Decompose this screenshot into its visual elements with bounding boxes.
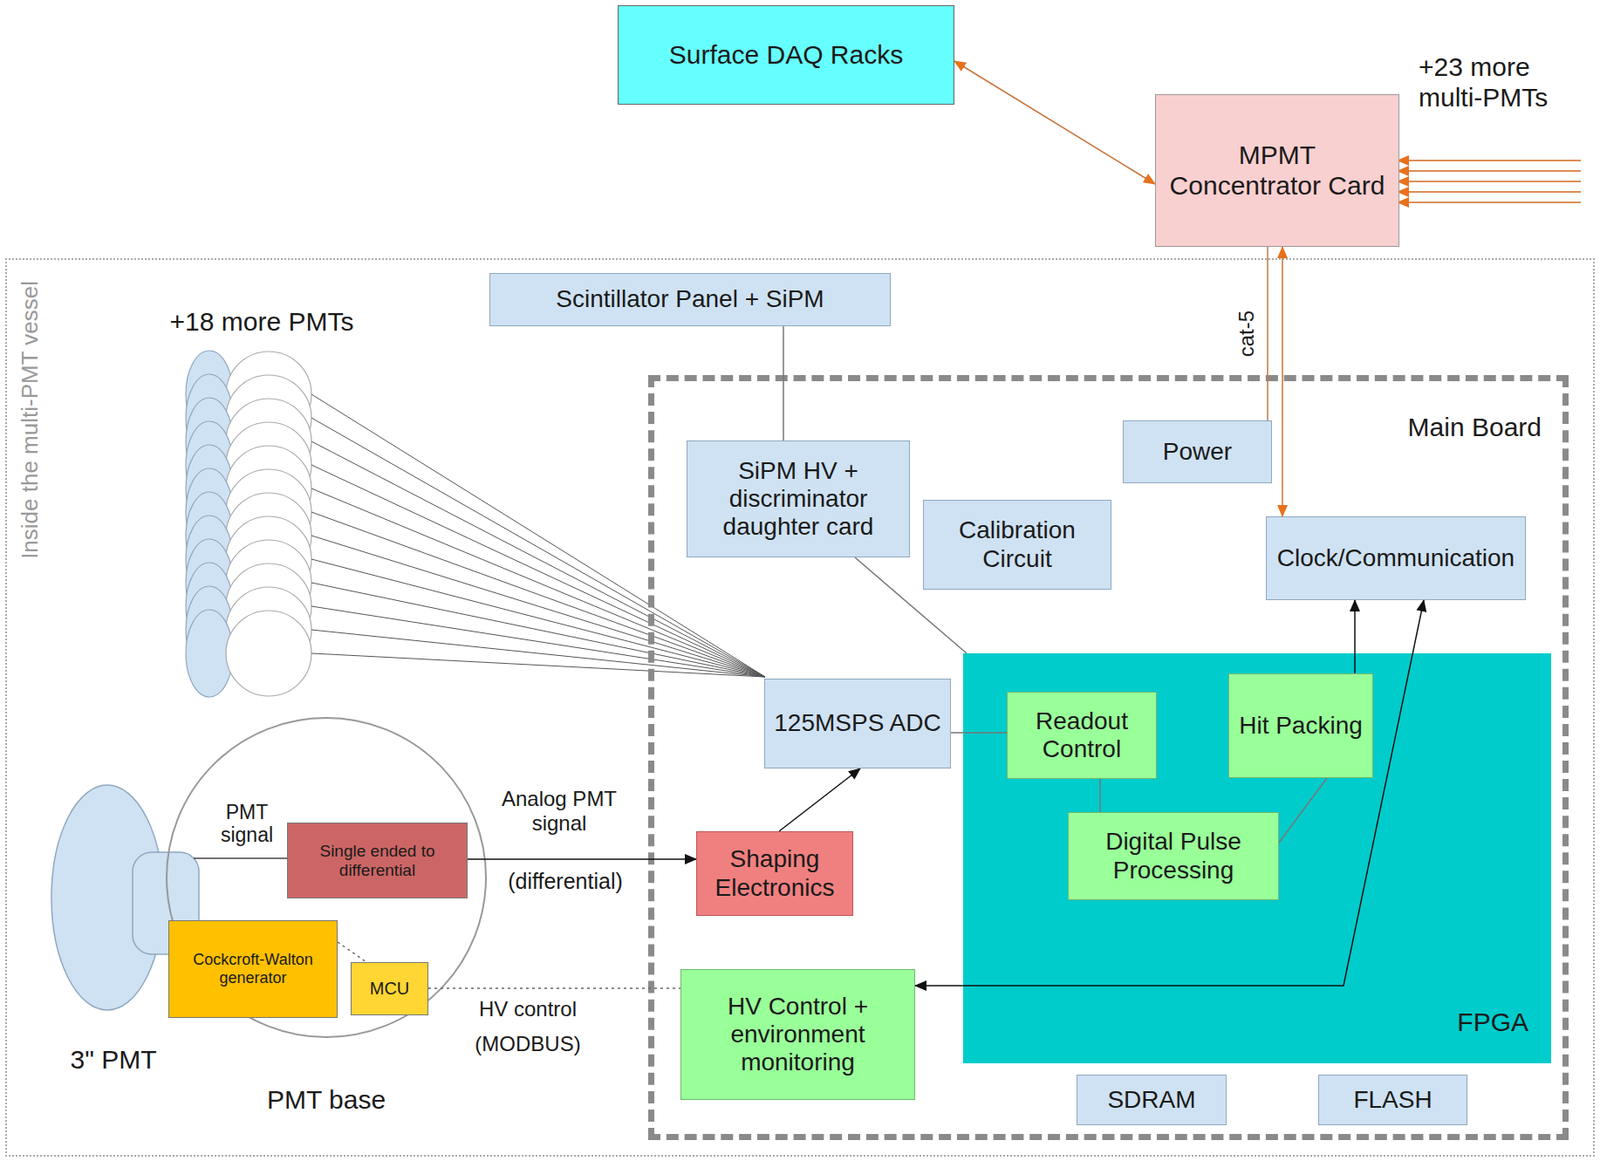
signal-name: (MODBUS) — [462, 1032, 594, 1057]
pmt-stack — [185, 350, 312, 698]
process-box: Calibration Circuit — [923, 499, 1112, 590]
board-frame: Main BoardSiPM HV + discriminator daught… — [648, 375, 1569, 1141]
process-box: SDRAM — [1076, 1074, 1227, 1126]
process-box: SiPM HV + discriminator daughter card — [686, 440, 910, 558]
node-label: 125MSPS ADC — [773, 709, 941, 738]
node-label: HV Control + environment monitoring — [688, 992, 908, 1078]
region-title: FPGA — [1456, 1007, 1529, 1039]
pmt-face — [225, 610, 312, 697]
link-line — [1397, 180, 1581, 183]
link-line — [1397, 159, 1581, 162]
connector — [915, 600, 1424, 986]
region-title: PMT base — [167, 1085, 486, 1116]
connector — [467, 858, 697, 861]
incoming-links — [1397, 160, 1581, 203]
connector — [1353, 600, 1356, 674]
node-label: Clock/Communication — [1277, 544, 1515, 573]
title-holder: Main Board — [1408, 412, 1542, 444]
process-box: Surface DAQ Racks — [617, 5, 955, 105]
node-label: Power — [1162, 437, 1232, 466]
process-box: Hit Packing — [1228, 673, 1374, 779]
process-box: FLASH — [1318, 1074, 1468, 1126]
node-label: Hit Packing — [1238, 711, 1363, 740]
part-name: 3" PMT — [52, 1045, 175, 1076]
process-box: Cockcroft-Walton generator — [168, 920, 338, 1019]
link-line — [1397, 191, 1581, 193]
cable-line — [311, 606, 766, 677]
process-box: HV Control + environment monitoring — [680, 969, 916, 1101]
signal-name: HV control — [462, 997, 594, 1022]
title-holder: PMT base — [167, 1085, 486, 1116]
node-label: MCU — [369, 978, 411, 999]
process-box: Power — [1122, 420, 1272, 484]
title-holder: FPGA — [1456, 1007, 1529, 1039]
process-box: MPMT Concentrator Card — [1155, 94, 1400, 247]
connector — [782, 326, 785, 441]
region-title: Inside the multi-PMT vessel — [17, 280, 44, 560]
node-label: Cockcroft-Walton generator — [186, 950, 320, 987]
cable-line — [311, 653, 766, 677]
process-box: Clock/Communication — [1265, 516, 1526, 601]
process-box: 125MSPS ADC — [764, 678, 951, 769]
process-box: MCU — [350, 962, 429, 1016]
node-label: Surface DAQ Racks — [669, 40, 903, 71]
signal-name: (differential) — [495, 868, 636, 895]
node-label: Scintillator Panel + SiPM — [555, 285, 824, 314]
title-holder: Inside the multi-PMT vessel — [17, 280, 44, 560]
node-label: SiPM HV + discriminator daughter card — [694, 457, 903, 542]
connector — [950, 731, 1007, 734]
connector — [1099, 779, 1101, 813]
signal-name: Analog PMT signal — [493, 786, 625, 835]
node-label: Calibration Circuit — [930, 516, 1104, 573]
process-box: Digital Pulse Processing — [1067, 812, 1279, 901]
node-label: MPMT Concentrator Card — [1162, 140, 1392, 201]
node-label: Shaping Electronics — [704, 845, 846, 902]
connector — [428, 987, 681, 990]
process-box: Single ended to differential — [287, 822, 468, 899]
connector — [337, 942, 367, 963]
link-line — [1397, 170, 1581, 172]
fpga-block: FPGA Readout Control Hit PackingDigital Pu… — [963, 653, 1552, 1064]
connector — [1278, 778, 1327, 843]
connector — [854, 557, 967, 654]
connector — [1266, 246, 1269, 421]
pmt-signal-wire — [193, 857, 291, 860]
cable-line — [311, 559, 766, 677]
region-title: Main Board — [1408, 412, 1542, 444]
node-label: FLASH — [1353, 1086, 1432, 1115]
node-label: Single ended to differential — [294, 841, 460, 881]
node-label: SDRAM — [1107, 1086, 1196, 1115]
count-note: +18 more PMTs — [130, 307, 393, 338]
process-box: Scintillator Panel + SiPM — [489, 273, 891, 327]
node-label: Readout Control — [1014, 707, 1149, 764]
cable-line — [311, 629, 766, 677]
cable-line — [311, 582, 766, 677]
process-box: Shaping Electronics — [696, 831, 854, 917]
pmt-base-circle: PMT baseSingle ended to differentialCock… — [165, 717, 487, 1039]
count-note: +23 more multi-PMTs — [1418, 52, 1594, 113]
edge-label: cat-5 — [1234, 310, 1259, 357]
connector — [1281, 246, 1284, 517]
connector — [779, 768, 861, 832]
process-box: Readout Control — [1006, 691, 1157, 780]
link-line — [1397, 201, 1581, 204]
connector — [954, 61, 1156, 185]
vessel-region: Inside the multi-PMT vessel Scintillator … — [5, 258, 1595, 1157]
signal-name: PMT signal — [207, 800, 287, 848]
node-label: Digital Pulse Processing — [1075, 827, 1272, 884]
